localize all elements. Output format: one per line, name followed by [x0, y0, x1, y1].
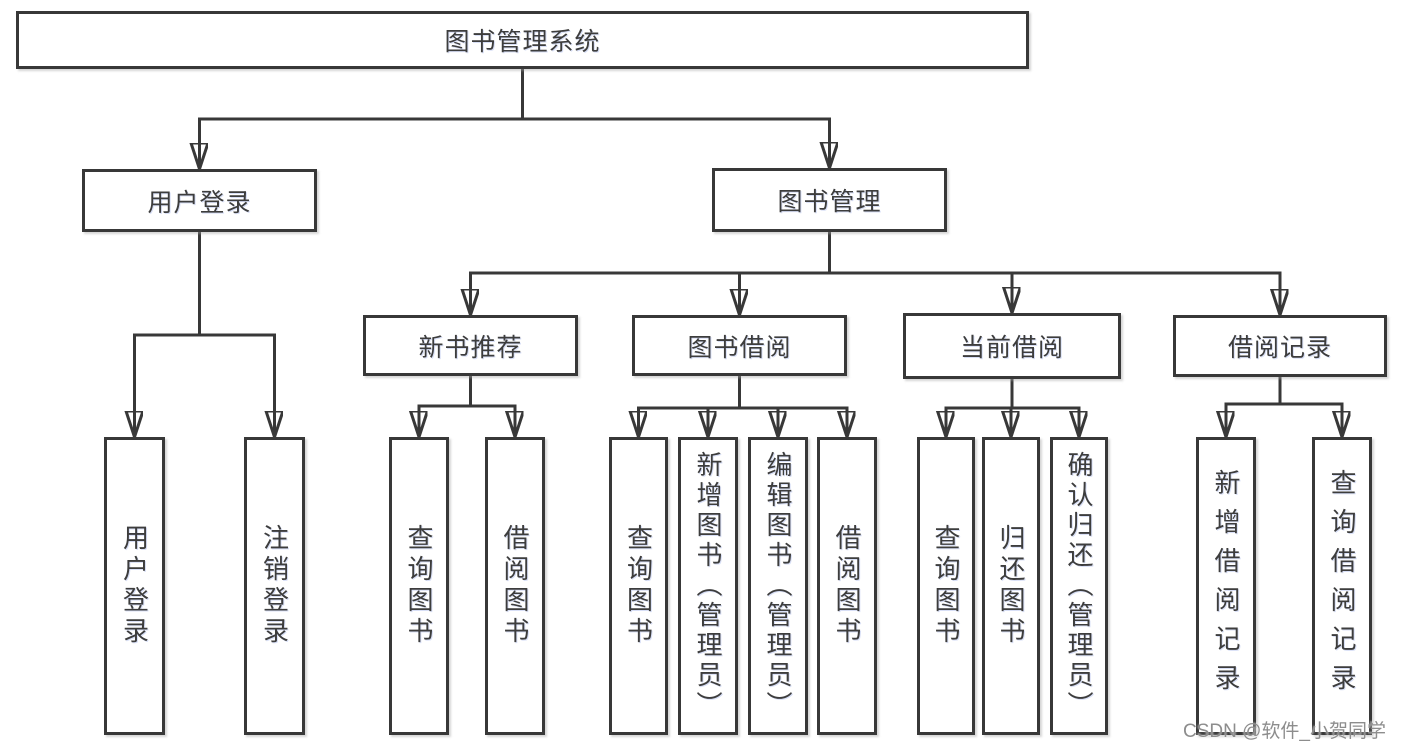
node-label: 图书管理 [777, 188, 882, 216]
node-label: 图书借阅 [687, 333, 792, 362]
leaf-label: 确认归还（管理员） [1064, 451, 1094, 721]
leaf-label: 用户登录 [119, 524, 150, 648]
node-book-management: 图书管理 [712, 168, 947, 232]
csdn-watermark: CSDN @软件_小贺同学 [1183, 721, 1386, 742]
leaf-query-books-recommend: 查询图书 [389, 437, 449, 735]
node-borrowing-records: 借阅记录 [1173, 315, 1387, 377]
leaf-borrow-books: 借阅图书 [817, 437, 877, 735]
leaf-label: 查询图书 [623, 524, 654, 648]
leaf-label: 注销登录 [259, 524, 290, 648]
leaf-logout: 注销登录 [244, 437, 305, 735]
node-label: 新书推荐 [418, 333, 523, 362]
leaf-label: 新增借阅记录 [1211, 469, 1241, 703]
node-book-borrowing: 图书借阅 [632, 315, 847, 376]
node-label: 当前借阅 [959, 334, 1064, 362]
node-label: 图书管理系统 [444, 28, 601, 56]
node-current-borrowing: 当前借阅 [903, 313, 1121, 379]
leaf-query-books-borrow: 查询图书 [609, 437, 668, 735]
leaf-label: 新增图书（管理员） [693, 451, 723, 721]
node-user-login: 用户登录 [82, 169, 317, 232]
node-library-management-system: 图书管理系统 [16, 11, 1029, 69]
leaf-label: 查询图书 [931, 524, 961, 648]
leaf-label: 查询借阅记录 [1327, 469, 1357, 703]
node-new-book-recommend: 新书推荐 [363, 315, 578, 376]
leaf-label: 编辑图书（管理员） [763, 451, 793, 721]
leaf-confirm-return-admin: 确认归还（管理员） [1050, 437, 1108, 735]
leaf-label: 借阅图书 [832, 524, 862, 648]
leaf-query-books-current: 查询图书 [917, 437, 975, 735]
leaf-borrow-books-recommend: 借阅图书 [485, 437, 545, 735]
leaf-query-borrow-record: 查询借阅记录 [1312, 437, 1372, 735]
node-label: 借阅记录 [1227, 334, 1332, 362]
node-label: 用户登录 [147, 188, 252, 217]
leaf-add-books-admin: 新增图书（管理员） [678, 437, 738, 735]
leaf-edit-books-admin: 编辑图书（管理员） [748, 437, 808, 735]
leaf-return-books: 归还图书 [982, 437, 1040, 735]
leaf-add-borrow-record: 新增借阅记录 [1196, 437, 1256, 735]
leaf-label: 借阅图书 [500, 524, 530, 648]
leaf-label: 查询图书 [404, 524, 434, 648]
leaf-label: 归还图书 [996, 524, 1026, 648]
leaf-user-login: 用户登录 [104, 437, 165, 735]
